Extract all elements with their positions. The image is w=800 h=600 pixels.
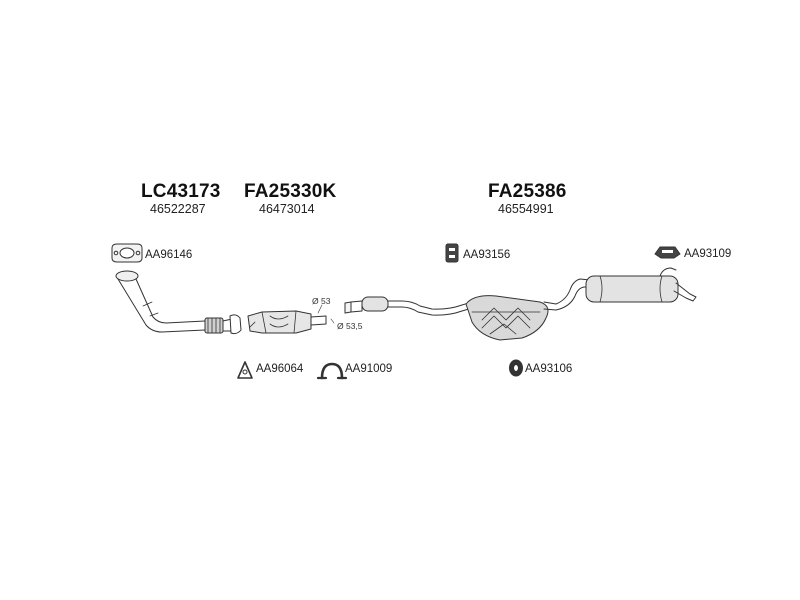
assembly-number-catalyst: 46473014 <box>259 202 315 216</box>
assembly-number-rear-section: 46554991 <box>498 202 554 216</box>
catalytic-converter <box>247 304 335 334</box>
assembly-code-catalyst: FA25330K <box>244 181 337 202</box>
middle-pipe-resonator <box>344 296 473 316</box>
fitting-label-rubber-mount: AA93156 <box>463 249 511 261</box>
rear-silencer <box>543 267 697 311</box>
fitting-label-rubber-ring: AA93106 <box>525 363 573 375</box>
rubber-mount-icon <box>445 243 459 263</box>
fitting-label-triangle-gasket: AA96064 <box>256 363 304 375</box>
hanger-strap-icon <box>654 246 681 259</box>
triangle-gasket-icon <box>237 361 253 379</box>
dimension-label-53-5: Ø 53,5 <box>337 321 363 331</box>
dimension-label-53: Ø 53 <box>312 296 331 306</box>
fitting-label-clamp: AA91009 <box>345 363 393 375</box>
centre-silencer <box>465 295 549 341</box>
fitting-label-hanger-strap: AA93109 <box>684 248 732 260</box>
assembly-code-front-pipe: LC43173 <box>141 181 221 202</box>
assembly-code-rear-section: FA25386 <box>488 181 567 202</box>
rubber-ring-icon <box>509 359 523 377</box>
fitting-label-gasket-flange: AA96146 <box>145 249 193 261</box>
assembly-number-front-pipe: 46522287 <box>150 202 206 216</box>
clamp-icon <box>316 362 348 380</box>
gasket-flange-icon <box>111 243 143 263</box>
front-downpipe <box>115 270 242 335</box>
